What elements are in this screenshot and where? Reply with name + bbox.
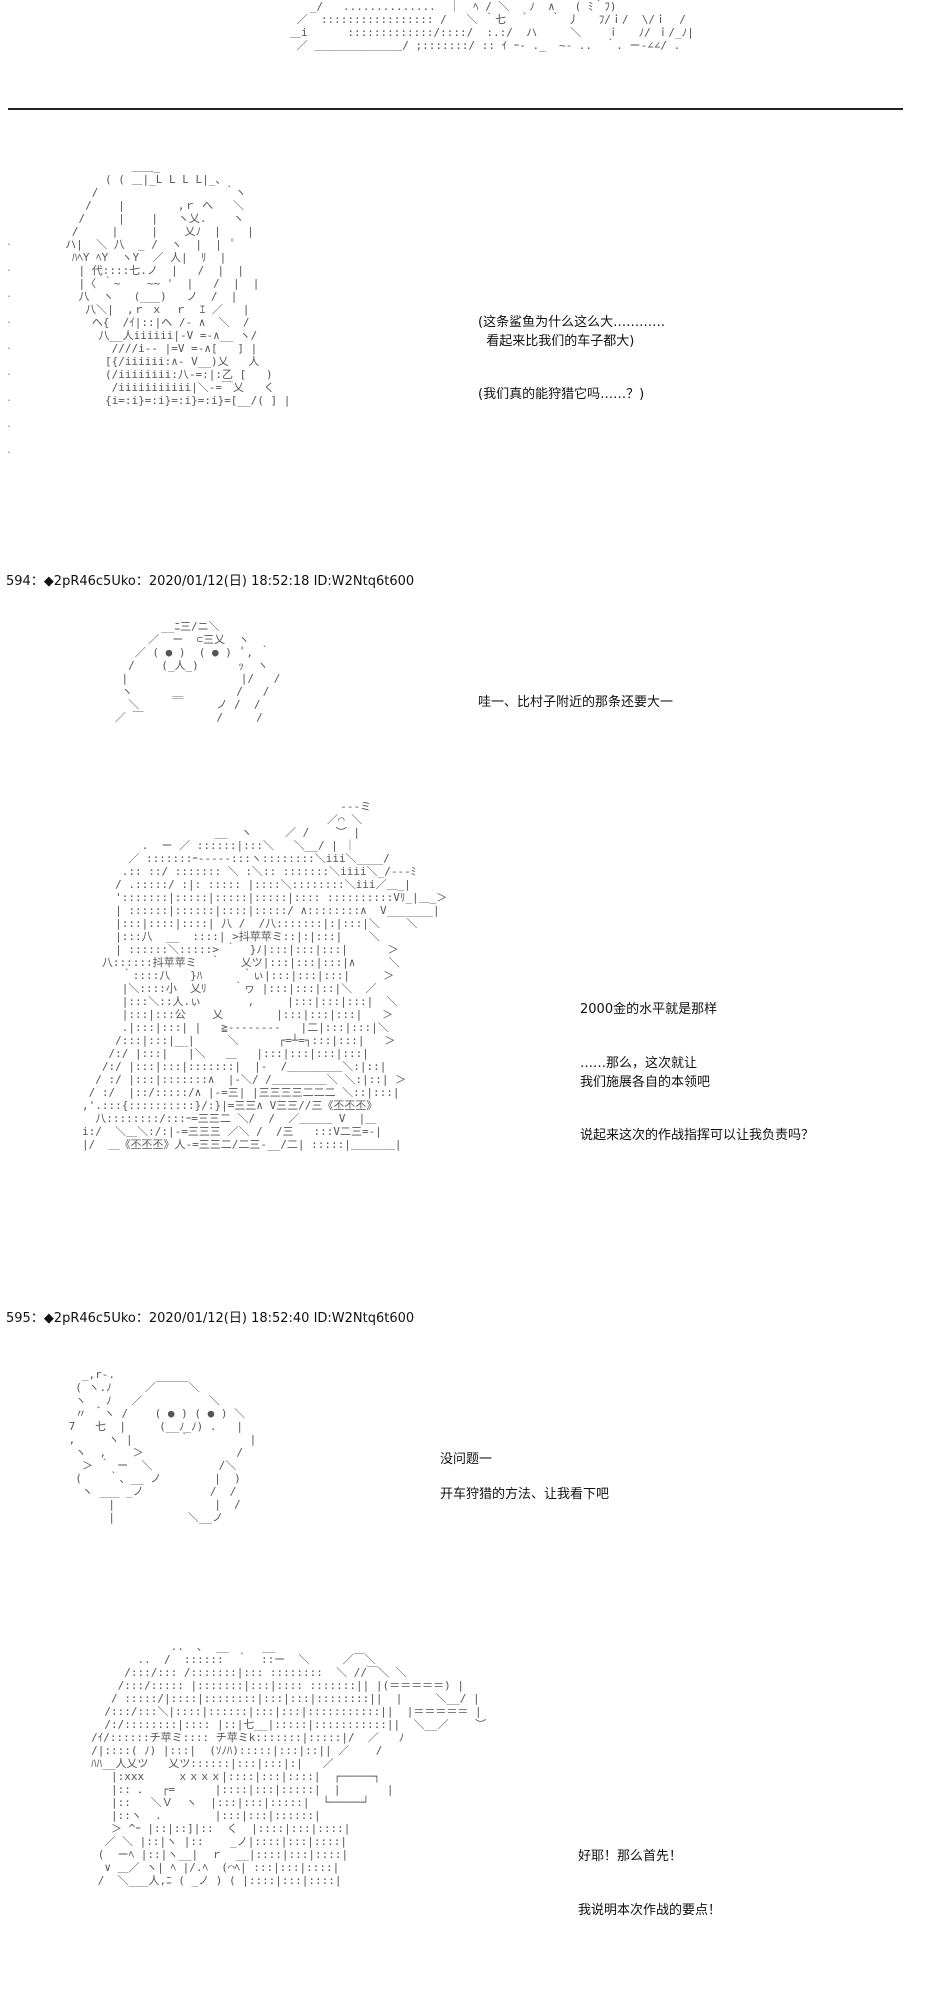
dialog-can-hunt: (我们真的能狩猎它吗……？) [478, 387, 645, 402]
dialog-shark-big: (这条鲨鱼为什么这么大………… 看起来比我们的车子都大) [478, 315, 666, 349]
dialog-no-problem: 没问题一 [440, 1452, 493, 1467]
dialog-show-skill: ……那么，这次就让 我们施展各自的本领吧 [580, 1056, 711, 1090]
header-divider [8, 108, 903, 110]
girl-ascii-art-3: .. ､ __ __ .. / :::::: ｀ ::ー ＼ ／￣＼ /:::/… [91, 1640, 487, 1887]
dialog-command: 说起来这次的作战指挥可以让我负责吗？ [580, 1128, 815, 1143]
dialog-gold-level: 2000金的水平就是那样 [580, 1002, 718, 1017]
top-ascii-art: _/ .............. ｜ ﾍ / ＼ ﾉ ∧ ( ﾐ｀ﾌ) ／ :… [290, 0, 694, 52]
post-header-594: 594：◆2pR46c5Uko：2020/01/12(日) 18:52:18 I… [6, 574, 415, 589]
round-face-ascii-art: __ﾆ三/ニ＼ ／ ー ⊂三乂 ヽ ／ ( ● ) ( ● ) ﾟ, ｀ / (… [114, 620, 281, 724]
girl-ascii-art-1: ＿＿_ ( ( ＿|_L L L L|_、 / ｀ヽ / | ,ｒ へ ＼ / … [65, 160, 291, 407]
girl-ascii-art-2: ---ミ ／⌒ ＼ __ ヽ ／ / ︶ | . ー ／ ::::::|:::＼… [82, 800, 448, 1151]
post-header-595: 595：◆2pR46c5Uko：2020/01/12(日) 18:52:40 I… [6, 1311, 415, 1326]
margin-dots: . . . . . . . . . [6, 237, 13, 456]
dialog-explain: 我说明本次作战的要点！ [578, 1903, 722, 1918]
round-face-ascii-art-2: _,r-. ( ヽ.ﾉ ／￣￣￣＼ ヽ ﾉ ／ ＼ 〃 ＾ヽ / ( ● ) (… [68, 1368, 257, 1524]
dialog-teach-method: 开车狩猎的方法、让我看下吧 [440, 1487, 610, 1502]
dialog-first: 好耶！那么首先！ [578, 1849, 683, 1864]
dialog-wow-bigger: 哇一、比村子附近的那条还要大一 [478, 695, 674, 710]
